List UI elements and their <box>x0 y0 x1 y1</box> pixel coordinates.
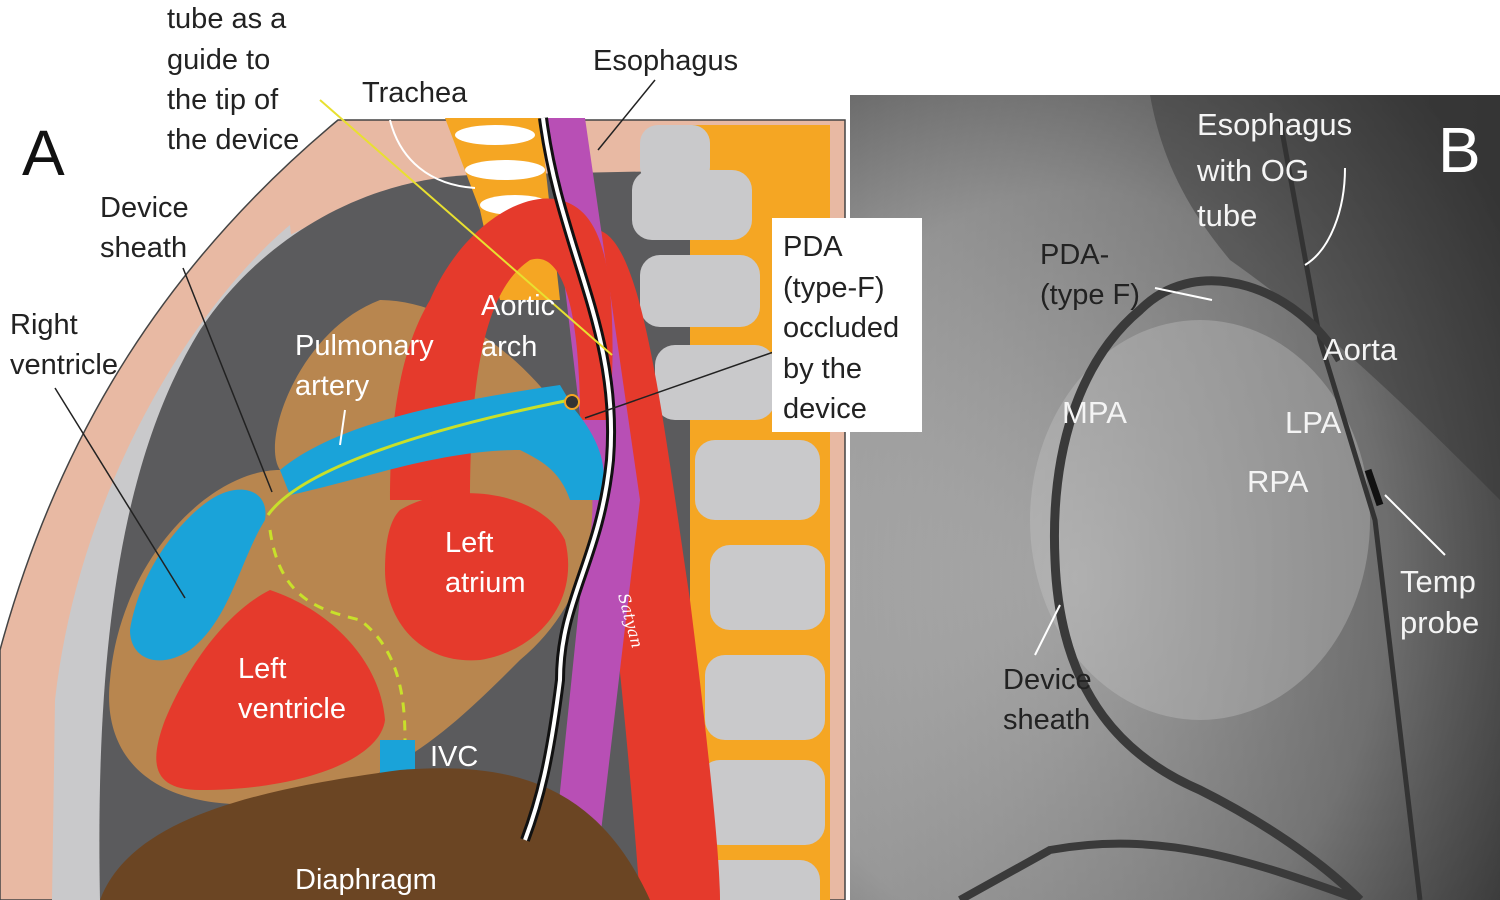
svg-text:sheath: sheath <box>1003 704 1090 736</box>
pointer-arrows <box>54 79 786 599</box>
label-trachea: Trachea <box>362 77 468 109</box>
svg-text:Right: Right <box>10 309 78 341</box>
label-b-aorta: Aorta <box>1323 332 1398 367</box>
mediastinum-shadow <box>1150 95 1500 500</box>
svg-text:Pulmonary: Pulmonary <box>295 330 434 362</box>
label-b-esophagus: Esophagus with OG tube <box>1196 107 1352 233</box>
label-b-mpa: MPA <box>1062 395 1127 430</box>
right-ventricle <box>130 489 266 661</box>
label-left-ventricle: Left ventricle <box>238 653 346 725</box>
temp-probe-marker <box>1364 468 1384 507</box>
pulmonary-artery <box>280 385 604 500</box>
svg-text:the tip of: the tip of <box>167 84 279 116</box>
svg-text:Device: Device <box>100 192 189 224</box>
left-atrium <box>385 493 569 661</box>
label-left-atrium: Left atrium <box>445 527 526 599</box>
svg-text:tube as a: tube as a <box>167 3 287 35</box>
label-b-pda: PDA- (type F) <box>1040 239 1140 311</box>
device-sheath-loop <box>958 839 1362 900</box>
svg-text:Temp: Temp <box>1400 564 1476 599</box>
svg-text:device: device <box>783 393 867 425</box>
svg-text:artery: artery <box>295 370 370 402</box>
svg-text:arch: arch <box>481 331 537 363</box>
svg-text:by the: by the <box>783 353 862 385</box>
pda-label-box <box>772 218 922 432</box>
label-diaphragm: Diaphragm <box>295 864 437 896</box>
panel-letter-b: B <box>1438 114 1481 186</box>
heart-shadow <box>1030 320 1370 720</box>
svg-text:guide to: guide to <box>167 44 270 76</box>
svg-text:with OG: with OG <box>1196 153 1309 188</box>
device-sheath-wire <box>266 398 571 516</box>
label-b-lpa: LPA <box>1285 405 1342 440</box>
label-b-device-sheath: Device sheath <box>1003 664 1092 736</box>
label-b-rpa: RPA <box>1247 464 1309 499</box>
svg-text:probe: probe <box>1400 605 1479 640</box>
svg-text:the device: the device <box>167 124 299 156</box>
svg-text:PDA-: PDA- <box>1040 239 1109 271</box>
xray-pointer-arrows <box>1034 167 1446 656</box>
svg-text:atrium: atrium <box>445 567 526 599</box>
panel-a-illustration: Satyan <box>0 79 846 900</box>
svg-text:tube: tube <box>1197 198 1257 233</box>
og-tube-core <box>523 117 614 841</box>
label-right-ventricle: Right ventricle <box>10 309 118 381</box>
label-pulmonary-artery: Pulmonary artery <box>295 330 434 402</box>
svg-text:Aortic: Aortic <box>481 290 555 322</box>
spine <box>632 125 830 900</box>
svg-text:(type F): (type F) <box>1040 279 1140 311</box>
svg-text:Device: Device <box>1003 664 1092 696</box>
trachea-arrow <box>389 119 476 189</box>
label-esophagus: Esophagus <box>593 45 738 77</box>
device-sheath-xray <box>1049 276 1364 900</box>
label-device-sheath: Device sheath <box>100 192 189 264</box>
panel-b-xray <box>850 95 1500 900</box>
svg-text:ventricle: ventricle <box>10 349 118 381</box>
pda-occluder-device <box>564 394 580 410</box>
pa-arrow <box>339 409 346 446</box>
svg-text:(type-F): (type-F) <box>783 272 885 304</box>
svg-text:Esophagus: Esophagus <box>1197 107 1352 142</box>
label-pda: PDA (type-F) occluded by the device <box>783 231 899 425</box>
og-tube-xray <box>1277 119 1423 900</box>
label-b-temp-probe: Temp probe <box>1400 564 1479 640</box>
label-aortic-arch: Aortic arch <box>481 290 555 363</box>
label-ivc: IVC <box>430 741 478 773</box>
svg-text:Left: Left <box>445 527 493 559</box>
label-og-tube: tube as a guide to the tip of the device <box>167 3 299 156</box>
svg-text:occluded: occluded <box>783 312 899 344</box>
left-ventricle <box>156 590 385 790</box>
svg-text:PDA: PDA <box>783 231 843 263</box>
panel-letter-a: A <box>22 117 65 189</box>
svg-text:sheath: sheath <box>100 232 187 264</box>
svg-text:ventricle: ventricle <box>238 693 346 725</box>
svg-text:Left: Left <box>238 653 286 685</box>
diaphragm <box>100 768 650 900</box>
